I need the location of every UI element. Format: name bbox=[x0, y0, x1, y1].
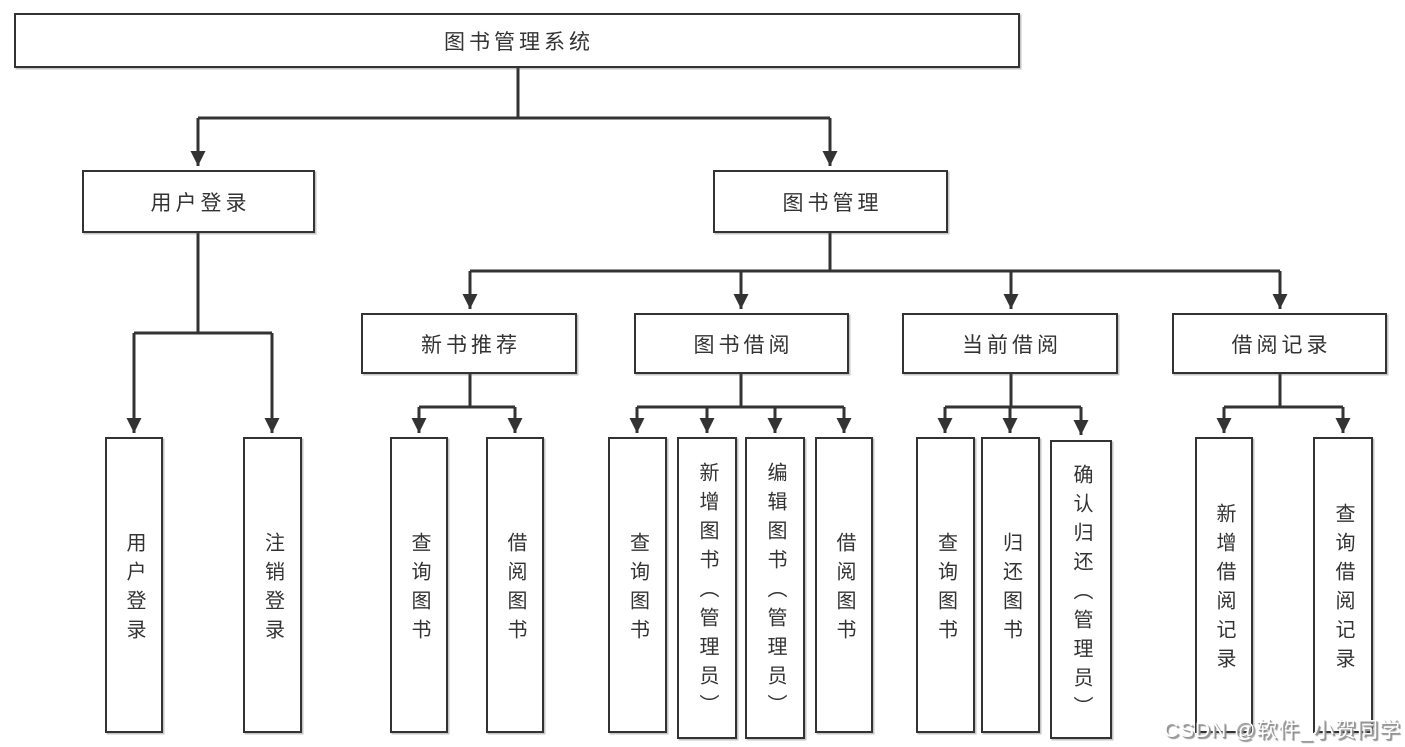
node-label: 图书借阅 bbox=[693, 333, 794, 357]
leaf-borrow-books: 借阅图书 bbox=[815, 437, 873, 733]
node-book-borrow: 图书借阅 bbox=[634, 313, 849, 374]
leaf-query-books-borrow: 查询图书 bbox=[608, 437, 667, 733]
node-new-book-recommend: 新书推荐 bbox=[361, 313, 577, 374]
node-label: 用户登录 bbox=[123, 531, 145, 648]
leaf-query-borrow-record: 查询借阅记录 bbox=[1313, 437, 1373, 733]
node-label: 查询借阅记录 bbox=[1332, 502, 1354, 677]
node-label: 图书管理 bbox=[782, 191, 883, 215]
node-label: 新增借阅记录 bbox=[1213, 502, 1235, 677]
node-borrow-records: 借阅记录 bbox=[1172, 313, 1387, 374]
leaf-query-books-current: 查询图书 bbox=[916, 437, 975, 733]
node-label: 归还图书 bbox=[999, 531, 1022, 648]
connector-login-rail bbox=[134, 233, 272, 335]
node-label: 借阅图书 bbox=[504, 531, 526, 648]
leaf-edit-books-admin: 编辑图书（管理员） bbox=[745, 437, 805, 739]
connector-management-rail bbox=[470, 233, 1280, 273]
node-label: 当前借阅 bbox=[962, 333, 1062, 357]
node-label: 注销登录 bbox=[261, 531, 284, 648]
leaf-borrow-books-recommend: 借阅图书 bbox=[486, 437, 544, 733]
node-label: 借阅记录 bbox=[1231, 333, 1332, 357]
node-label: 查询图书 bbox=[626, 531, 649, 648]
node-label: 编辑图书（管理员） bbox=[764, 462, 786, 723]
node-label: 新书推荐 bbox=[421, 333, 521, 357]
leaf-add-borrow-record: 新增借阅记录 bbox=[1195, 437, 1253, 733]
leaf-add-books-admin: 新增图书（管理员） bbox=[677, 437, 737, 739]
node-root-library-system: 图书管理系统 bbox=[14, 13, 1020, 68]
connector-recommend-rail bbox=[419, 374, 515, 409]
node-label: 图书管理系统 bbox=[444, 30, 594, 54]
leaf-return-books: 归还图书 bbox=[981, 437, 1040, 733]
node-label: 查询图书 bbox=[408, 531, 430, 648]
connector-current-rail bbox=[945, 374, 1081, 409]
csdn-watermark: CSDN @软件_小贺同学 bbox=[1163, 719, 1401, 742]
node-label: 借阅图书 bbox=[833, 531, 855, 648]
node-label: 用户登录 bbox=[150, 191, 251, 215]
leaf-query-books-recommend: 查询图书 bbox=[390, 437, 448, 733]
node-book-management: 图书管理 bbox=[713, 170, 948, 233]
leaf-confirm-return-admin: 确认归还（管理员） bbox=[1050, 440, 1112, 739]
leaf-logout: 注销登录 bbox=[243, 437, 302, 733]
connector-root-rail bbox=[198, 68, 830, 120]
connector-records-rail bbox=[1224, 374, 1343, 409]
node-user-login: 用户登录 bbox=[82, 170, 315, 233]
node-label: 确认归还（管理员） bbox=[1070, 463, 1092, 725]
node-label: 新增图书（管理员） bbox=[696, 462, 718, 723]
connector-borrow-rail bbox=[637, 374, 844, 409]
node-current-borrow: 当前借阅 bbox=[902, 313, 1118, 374]
leaf-user-login: 用户登录 bbox=[105, 437, 163, 733]
node-label: 查询图书 bbox=[934, 531, 957, 648]
